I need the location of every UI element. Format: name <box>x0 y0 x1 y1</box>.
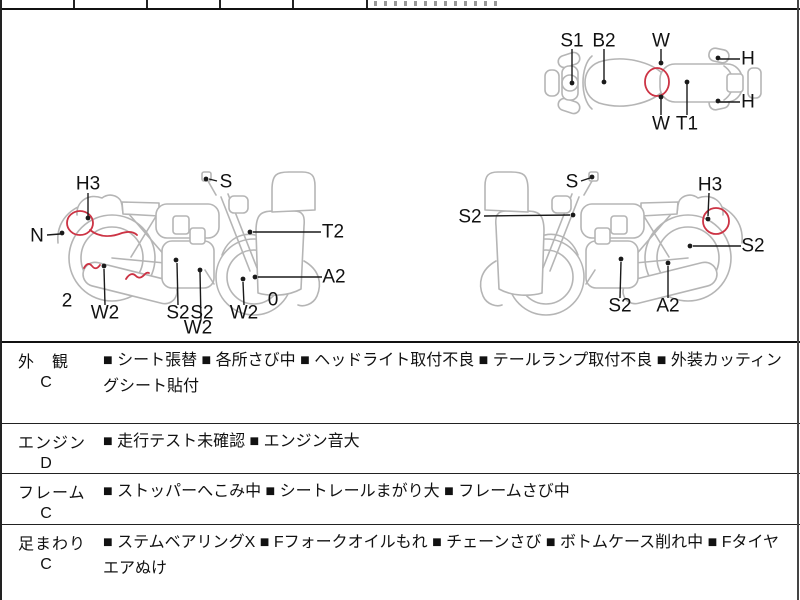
diagram-label-t1: T1 <box>675 113 699 135</box>
sheet-right-border <box>797 0 799 600</box>
inspection-items: ■ ストッパーへこみ中 ■ シートレールまがり大 ■ フレームさび中 <box>103 483 570 500</box>
inspection-items: ■ シート張替 ■ 各所さび中 ■ ヘッドライト取付不良 ■ テールランプ取付不… <box>103 352 782 395</box>
header-cell-divider <box>219 0 221 8</box>
diagram-label-0: 0 <box>267 289 279 311</box>
inspection-row-3: フレーム C ■ ストッパーへこみ中 ■ シートレールまがり大 ■ フレームさび中 <box>0 473 800 524</box>
diagram-label-w: W <box>652 30 670 52</box>
category-label: エンジン <box>18 435 87 452</box>
category-label: 外 観 <box>18 354 70 371</box>
header-cell-divider <box>292 0 294 8</box>
grade-value: C <box>40 374 52 391</box>
diagram-label-s2: S2 <box>458 206 482 228</box>
diagram-label-s: S <box>565 171 579 193</box>
diagram-label-w2: W2 <box>183 317 213 339</box>
header-cell-divider <box>146 0 148 8</box>
category-label: フレーム <box>18 485 86 502</box>
diagram-label-b2: B2 <box>592 30 616 52</box>
diagram-label-h3: H3 <box>75 173 101 195</box>
grade-value: D <box>40 455 52 472</box>
diagram-label-s2: S2 <box>608 295 632 317</box>
diagram-label-h: H <box>741 91 755 113</box>
diagram-label-s2: S2 <box>741 235 765 257</box>
inspection-items: ■ 走行テスト未確認 ■ エンジン音大 <box>103 433 360 450</box>
header-cell-divider <box>366 0 368 8</box>
inspection-row-2: エンジン D ■ 走行テスト未確認 ■ エンジン音大 <box>0 423 800 473</box>
diagram-label-2: 2 <box>61 290 73 312</box>
damage-marks <box>66 67 730 280</box>
grade-value: C <box>40 556 52 573</box>
clipped-text-fragments <box>374 1 502 6</box>
grade-value: C <box>40 505 52 522</box>
diagram-label-s2: S2 <box>190 302 214 324</box>
inspection-table: 外 観 C ■ シート張替 ■ 各所さび中 ■ ヘッドライト取付不良 ■ テールラン… <box>0 341 800 600</box>
diagram-label-s1: S1 <box>560 30 584 52</box>
diagram-label-h: H <box>741 48 755 70</box>
header-cell-divider <box>73 0 75 8</box>
inspection-items: ■ ステムベアリングX ■ Fフォークオイルもれ ■ チェーンさび ■ ボトムケ… <box>103 534 779 577</box>
diagram-label-a2: A2 <box>656 295 680 317</box>
sheet-left-border <box>0 0 2 600</box>
category-label: 足まわり <box>18 536 87 553</box>
diagram-label-w2: W2 <box>90 302 120 324</box>
inspection-row-4: 足まわり C ■ ステムベアリングX ■ Fフォークオイルもれ ■ チェーンさび ■… <box>0 524 800 600</box>
diagram-label-s: S <box>219 171 233 193</box>
header-row-remnant <box>0 0 800 10</box>
inspection-row-1: 外 観 C ■ シート張替 ■ 各所さび中 ■ ヘッドライト取付不良 ■ テールラン… <box>0 343 800 423</box>
diagram-label-t2: T2 <box>321 221 345 243</box>
diagram-label-w: W <box>652 113 670 135</box>
diagram-label-w2: W2 <box>229 302 259 324</box>
diagram-label-a2: A2 <box>322 266 346 288</box>
diagram-label-s2: S2 <box>166 302 190 324</box>
diagram-label-n: N <box>30 225 44 247</box>
diagram-label-h3: H3 <box>697 174 723 196</box>
